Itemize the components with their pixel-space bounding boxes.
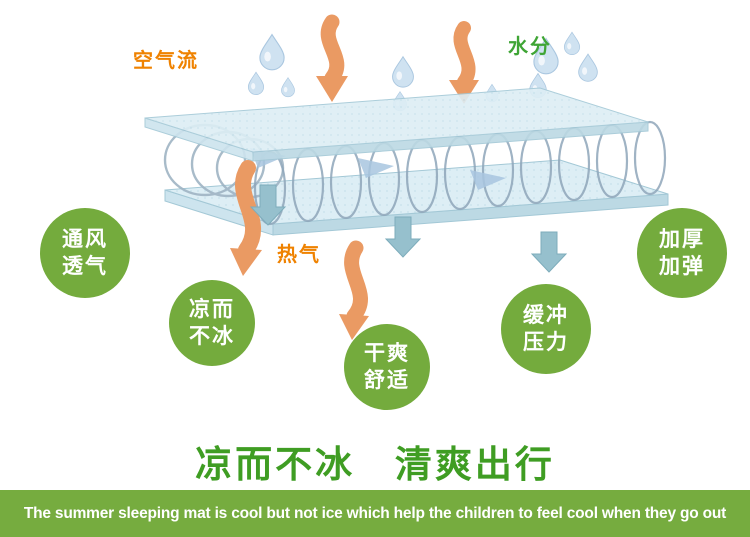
footer-band: The summer sleeping mat is cool but not … [0, 490, 750, 537]
badge-line: 通风 [62, 228, 108, 251]
badge-line: 舒适 [364, 369, 410, 392]
badge-line: 凉而 [189, 298, 235, 321]
mat-top-layer [144, 87, 649, 162]
badge-line: 加厚 [659, 228, 705, 251]
feature-badge-cool-not-ice: 凉而 不冰 [169, 280, 255, 366]
teal-down-arrow-icon [249, 184, 568, 273]
badge-line: 不冰 [189, 325, 235, 348]
feature-badge-thick-elastic: 加厚 加弹 [637, 208, 727, 298]
feature-badge-ventilation: 通风 透气 [40, 208, 130, 298]
badge-line: 缓冲 [523, 304, 569, 327]
mesh-spring-loops [253, 120, 667, 226]
mesh-mat-illustration [144, 14, 669, 340]
headline-band: 凉而不冰 清爽出行 [0, 432, 750, 490]
label-heat: 热气 [277, 244, 321, 266]
badge-line: 透气 [62, 255, 108, 278]
badge-line: 加弹 [659, 255, 705, 278]
orange-heat-arrow-icon [230, 160, 369, 340]
headline-text: 凉而不冰 清爽出行 [195, 444, 555, 485]
feature-badge-dry-comfort: 干爽 舒适 [344, 324, 430, 410]
label-airflow: 空气流 [133, 50, 199, 72]
badge-line: 干爽 [364, 342, 410, 365]
orange-airflow-arrow-icon [316, 14, 479, 104]
label-moisture: 水分 [508, 36, 552, 58]
feature-badge-pressure-buffer: 缓冲 压力 [501, 284, 591, 374]
footer-slogan: The summer sleeping mat is cool but not … [23, 504, 727, 522]
badge-line: 压力 [523, 331, 569, 354]
